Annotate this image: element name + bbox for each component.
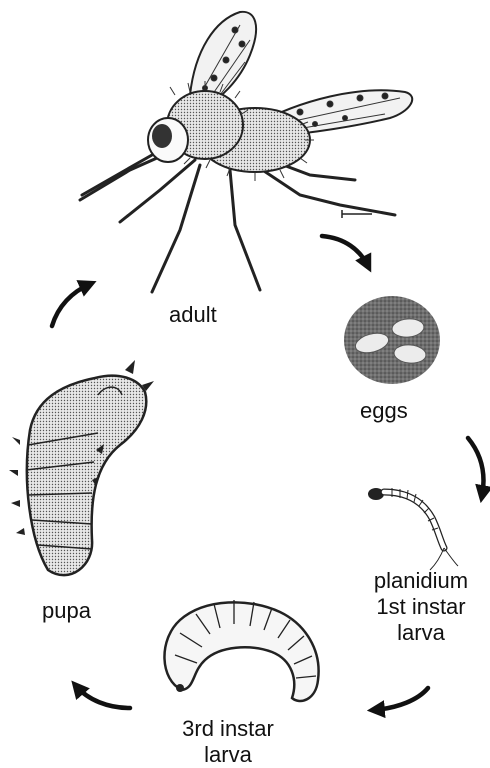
arrow-eggs-to-planidium [468,438,483,496]
third-instar-label: 3rd instar larva [168,716,288,768]
eggs-illustration [344,296,440,384]
third-instar-label-line-2: larva [168,742,288,768]
adult-label: adult [169,302,217,328]
arrow-planidium-to-third-instar [374,688,428,710]
planidium-label-line-2: 1st instar [366,594,476,620]
third-instar-larva-illustration [164,600,318,701]
planidium-label-line-1: planidium [366,568,476,594]
planidium-label-line-3: larva [366,620,476,646]
pupa-illustration [9,360,154,575]
pupa-label: pupa [42,598,91,624]
adult-fly-illustration [80,12,412,292]
third-instar-label-line-1: 3rd instar [168,716,288,742]
arrow-third-instar-to-pupa [76,686,130,708]
planidium-label: planidium 1st instar larva [366,568,476,646]
planidium-illustration [368,488,458,570]
eggs-label: eggs [360,398,408,424]
arrow-adult-to-eggs [322,236,368,266]
arrow-pupa-to-adult [52,284,90,326]
